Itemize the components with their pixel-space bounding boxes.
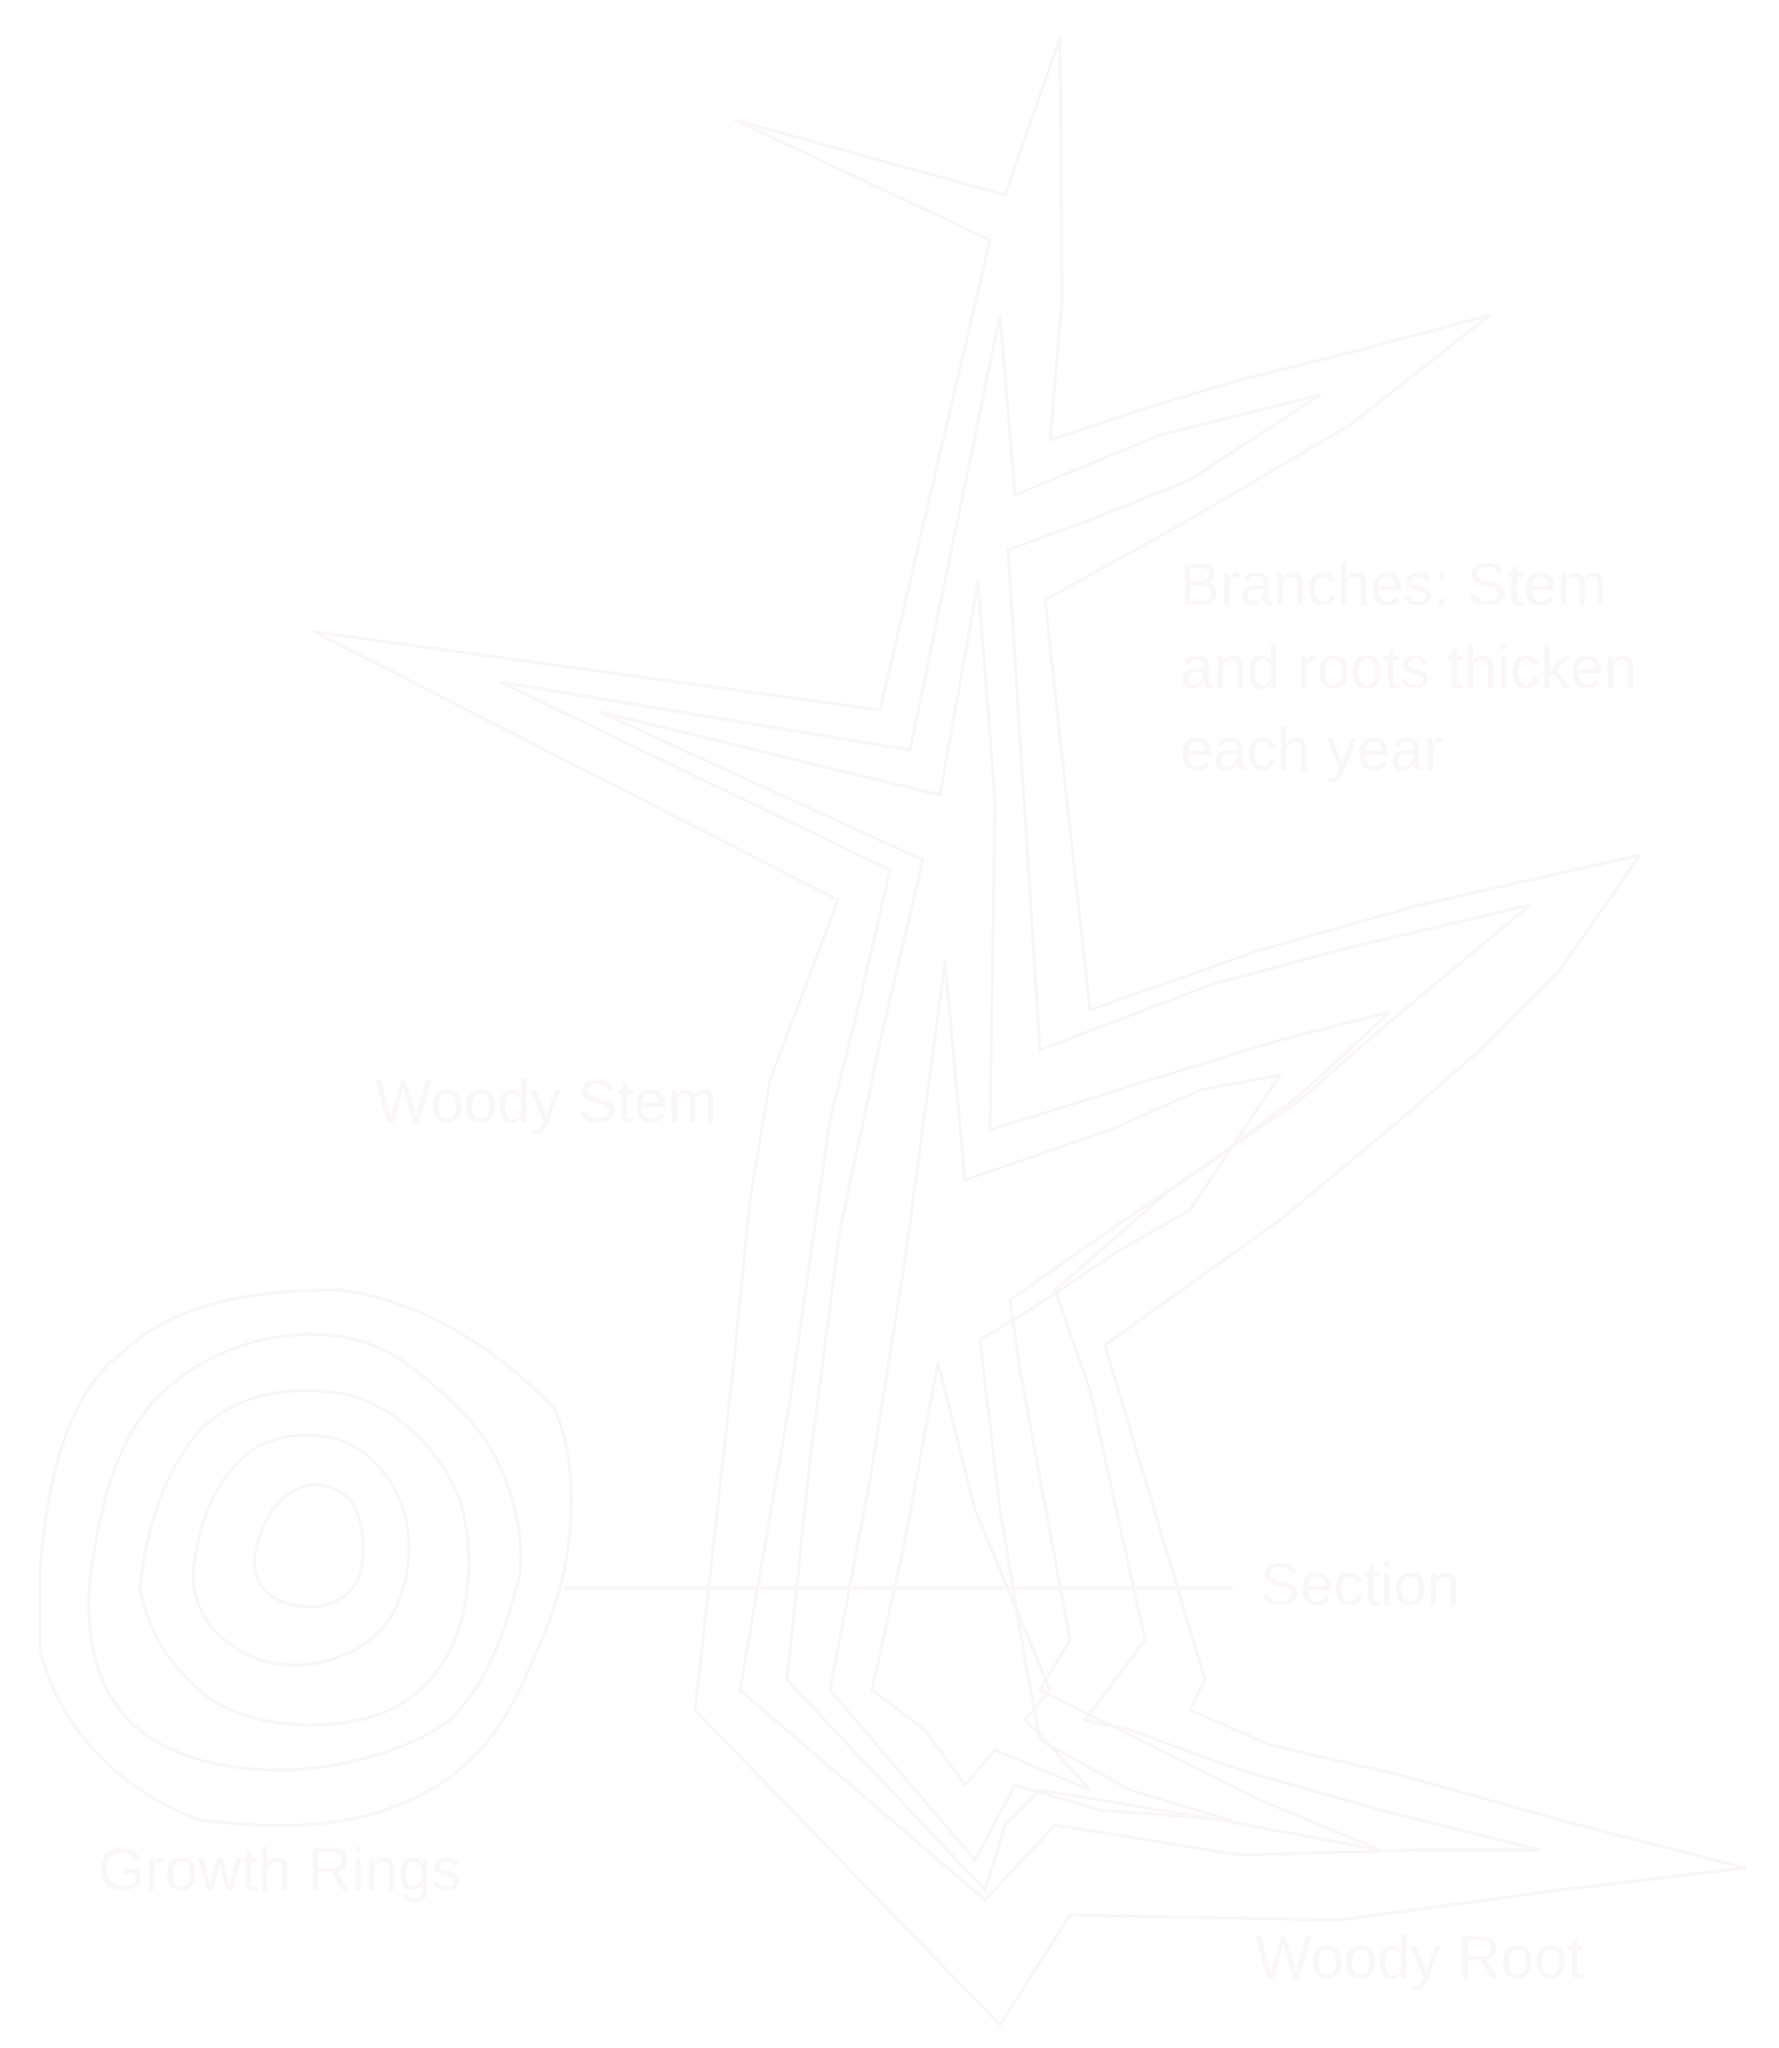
- branches-label-line-2: and roots thicken: [1180, 634, 1637, 701]
- branches-label-line-3: each year: [1180, 716, 1444, 783]
- growth-outline-4: [828, 960, 1282, 1862]
- growth-rings-label: Growth Rings: [98, 1836, 461, 1903]
- section-label: Section: [1260, 1551, 1460, 1618]
- growth-outline-outer: [313, 36, 1747, 2027]
- growth-ring-2: [191, 1433, 411, 1667]
- branches-label-line-1: Branches: Stem: [1180, 551, 1607, 618]
- growth-ring-3: [138, 1389, 471, 1727]
- growth-rings-cross-section: [38, 1288, 573, 1828]
- woody-stem-label: Woody Stem: [375, 1068, 717, 1135]
- growth-ring-4: [87, 1332, 523, 1772]
- growth-outline-3: [598, 580, 1392, 1892]
- annual-growth-outlines: [313, 36, 1747, 2027]
- growth-ring-inner: [252, 1483, 365, 1609]
- growth-outline-2: [498, 313, 1542, 1902]
- woody-root-label: Woody Root: [1255, 1924, 1584, 1991]
- growth-outline-core: [870, 1360, 1092, 1792]
- diagram-labels: Branches: Stem and roots thicken each ye…: [98, 551, 1637, 1991]
- growth-ring-outer: [38, 1288, 573, 1828]
